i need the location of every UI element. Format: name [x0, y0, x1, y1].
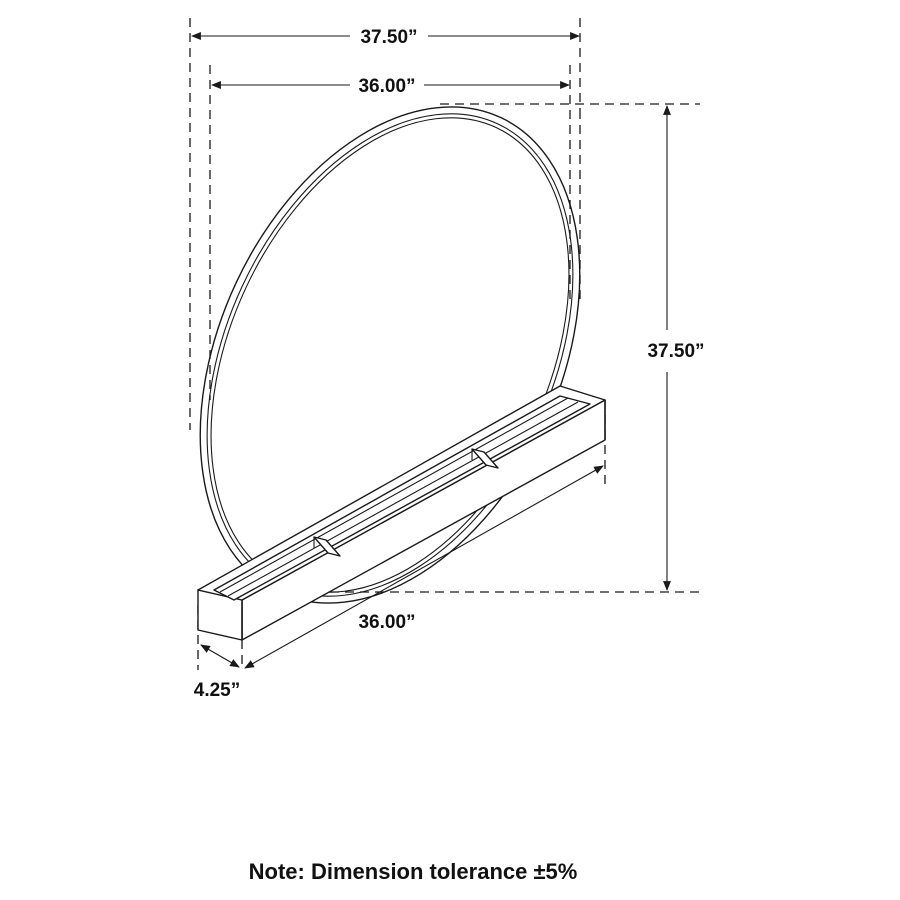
- overall-width-label: 37.50”: [360, 27, 417, 48]
- mirror-width-label: 36.00”: [358, 76, 415, 97]
- mirror: [199, 106, 581, 604]
- tolerance-note: Note: Dimension tolerance ±5%: [249, 859, 578, 884]
- overall-height-label: 37.50”: [647, 341, 704, 362]
- dimension-overall-height: 37.50”: [647, 105, 705, 591]
- dimension-base-depth: 4.25”: [194, 644, 240, 701]
- tray-base: [197, 385, 606, 641]
- dimension-overall-width: 37.50”: [191, 27, 580, 48]
- base-length-label: 36.00”: [358, 612, 415, 633]
- dimension-base-length: 36.00”: [244, 465, 604, 669]
- base-depth-label: 4.25”: [194, 680, 240, 701]
- dimension-mirror-width: 36.00”: [211, 76, 570, 97]
